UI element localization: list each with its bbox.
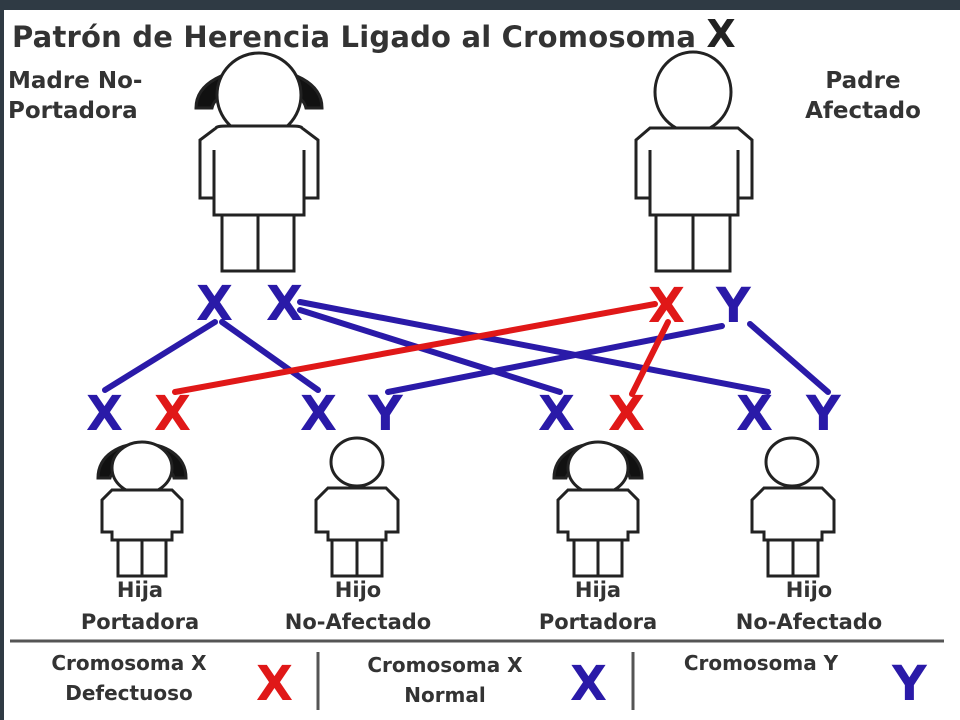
daughter-1-chromosome-2: X (154, 386, 192, 442)
son-1-body (314, 486, 400, 542)
daughter-1-label-line-1: Hija (116, 578, 164, 602)
legend-defective-x-line-2: Defectuoso (65, 681, 193, 705)
mother-chromosome-x1: X (196, 276, 234, 332)
y-lines (385, 321, 831, 395)
top-border (0, 0, 960, 10)
diagram-title: Patrón de Herencia Ligado al Cromosoma X (12, 12, 952, 56)
legend-defective-x-text: Cromosoma X Defectuoso (14, 648, 244, 708)
mother-label-line-1: Madre No- (8, 68, 143, 94)
son-2-label-line-2: No-Afectado (735, 610, 883, 634)
line-mother-x2-to-daughter2 (297, 307, 563, 395)
daughter-2-label-line-2: Portadora (538, 610, 658, 634)
daughter-1-label-line-2: Portadora (80, 610, 200, 634)
daughter-2-label-line-1: Hija (574, 578, 622, 602)
son-1-chromosome-x: X (300, 386, 338, 442)
defective-x-lines (172, 301, 671, 397)
daughter-1-chromosome-1: X (86, 386, 124, 442)
title-x-letter: X (706, 12, 736, 56)
daughter-2-body (556, 488, 640, 542)
father-label-line-1: Padre (825, 68, 901, 94)
mother-body (198, 124, 320, 217)
father-label: Padre Afectado (778, 66, 948, 126)
mother-head (215, 51, 303, 139)
son-2-figure (750, 436, 836, 578)
son-1-figure (314, 436, 400, 578)
line-mother-x1-to-daughter1 (102, 319, 218, 393)
daughter-2-chromosome-2: X (608, 386, 646, 442)
son-1-head (329, 436, 385, 488)
legend-y-text: Cromosoma Y (646, 648, 876, 678)
legend-defective-x-line-1: Cromosoma X (51, 651, 207, 675)
father-head (653, 50, 733, 134)
daughter-2-chromosome-1: X (538, 386, 576, 442)
normal-x-lines (102, 299, 771, 395)
son-2-head (764, 436, 820, 488)
line-father-x-to-daughter1 (172, 301, 658, 395)
son-1-label-line-1: Hijo (334, 578, 382, 602)
father-body (634, 126, 754, 217)
father-chromosome-x: X (648, 278, 686, 334)
legend-y-line-1: Cromosoma Y (683, 651, 839, 675)
son-2-body (750, 486, 836, 542)
line-mother-x2-to-son2 (297, 299, 771, 395)
line-father-y-to-son1 (385, 323, 725, 395)
son-1-label-line-2: No-Afectado (284, 610, 432, 634)
legend-y-symbol: Y (892, 656, 927, 712)
daughter-2-figure (552, 440, 644, 578)
son-1-chromosome-y: Y (368, 386, 403, 442)
daughter-1-label: Hija Portadora (40, 574, 240, 638)
mother-figure (194, 51, 324, 273)
daughter-1-head (110, 440, 174, 496)
daughter-1-body (100, 488, 184, 542)
legend-defective-x-symbol: X (256, 656, 294, 712)
son-2-chromosome-y: Y (806, 386, 841, 442)
legend-normal-x-line-2: Normal (404, 683, 486, 707)
legend-normal-x-text: Cromosoma X Normal (330, 650, 560, 710)
father-label-line-2: Afectado (805, 98, 921, 124)
mother-label-line-2: Portadora (8, 98, 138, 124)
son-2-label-line-1: Hijo (785, 578, 833, 602)
son-2-chromosome-x: X (736, 386, 774, 442)
daughter-1-figure (96, 440, 188, 578)
legend-normal-x-line-1: Cromosoma X (367, 653, 523, 677)
daughter-2-head (566, 440, 630, 496)
son-1-label: Hijo No-Afectado (258, 574, 458, 638)
mother-chromosome-x2: X (266, 276, 304, 332)
line-father-y-to-son2 (747, 321, 831, 395)
son-2-label: Hijo No-Afectado (704, 574, 914, 638)
line-mother-x1-to-son1 (219, 319, 321, 393)
line-father-x-to-daughter2 (629, 319, 671, 397)
legend-normal-x-symbol: X (570, 656, 608, 712)
daughter-2-label: Hija Portadora (498, 574, 698, 638)
title-text: Patrón de Herencia Ligado al Cromosoma (12, 20, 697, 54)
mother-label: Madre No- Portadora (8, 66, 142, 126)
father-figure (634, 50, 754, 273)
father-chromosome-y: Y (716, 278, 751, 334)
left-border (0, 0, 4, 720)
